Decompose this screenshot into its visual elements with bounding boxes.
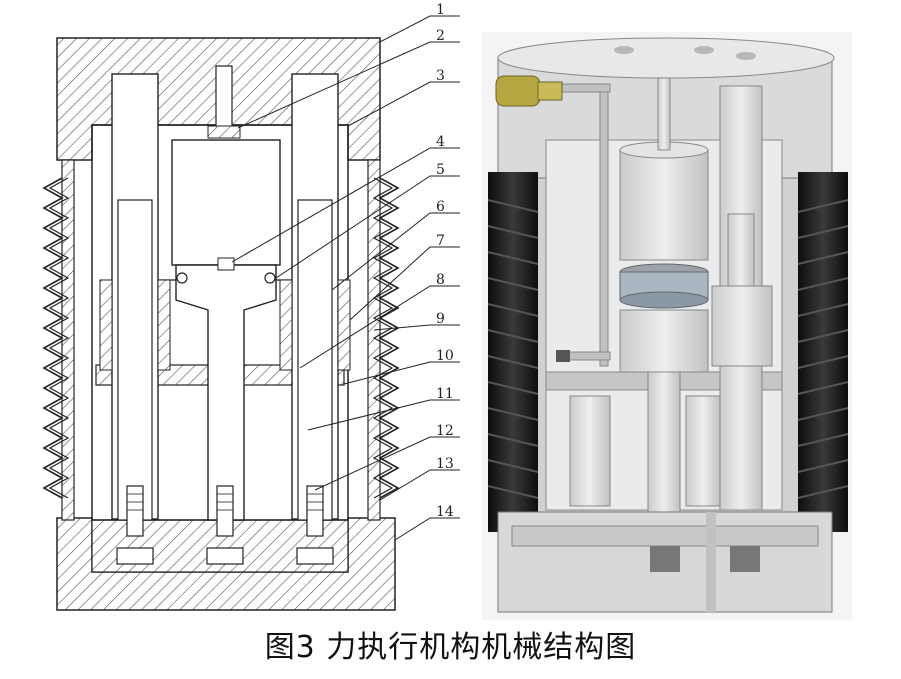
- render-connector: [495, 75, 563, 107]
- part-label-9: 9: [436, 311, 445, 327]
- cutaway-render: [482, 32, 852, 620]
- render-bellows-right: [798, 172, 848, 532]
- part-label-14: 14: [436, 504, 454, 520]
- part-label-4: 4: [436, 134, 445, 150]
- bolt-group: [116, 485, 334, 565]
- render-bellows-left: [488, 172, 538, 532]
- part-label-2: 2: [436, 28, 445, 44]
- part-label-8: 8: [436, 272, 445, 288]
- part-label-13: 13: [436, 456, 454, 472]
- part-label-10: 10: [436, 348, 454, 364]
- part-label-7: 7: [436, 233, 445, 249]
- part-label-6: 6: [436, 199, 445, 215]
- part-label-12: 12: [436, 423, 454, 439]
- part-label-1: 1: [436, 2, 445, 18]
- part-label-11: 11: [436, 386, 454, 402]
- part-label-3: 3: [436, 68, 445, 84]
- part-label-5: 5: [436, 162, 445, 178]
- bellows-right: [378, 177, 400, 499]
- bellows-left: [42, 177, 64, 499]
- figure-caption: 图3 力执行机构机械结构图: [264, 630, 637, 665]
